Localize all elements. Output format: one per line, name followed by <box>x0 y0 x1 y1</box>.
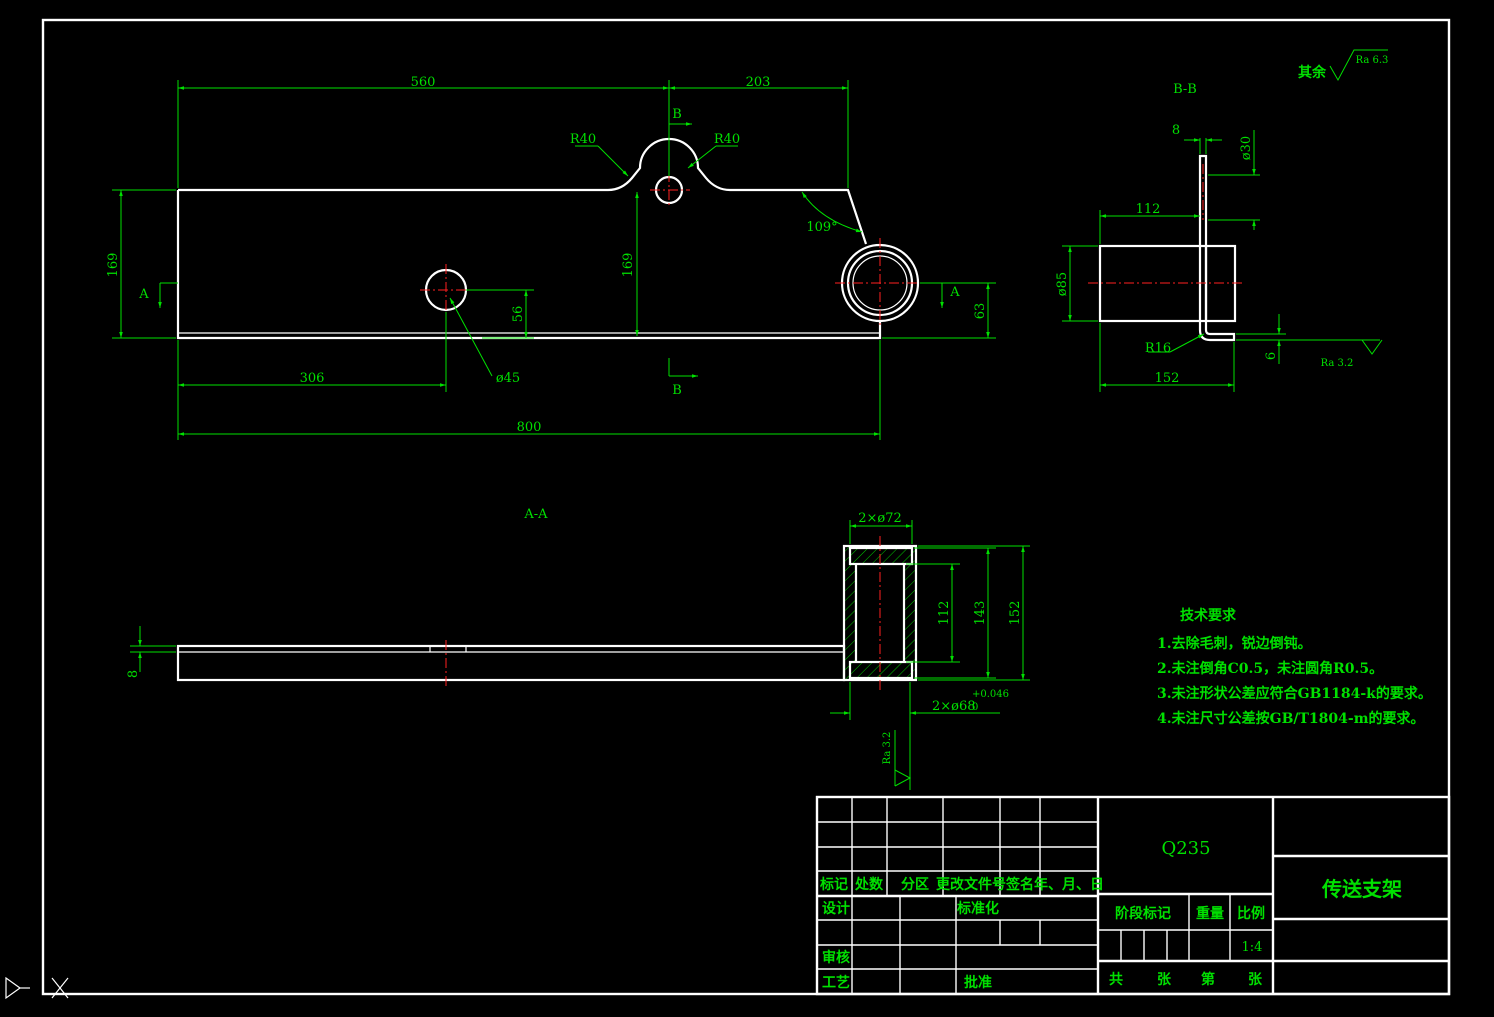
bb-dim-6: 6 <box>1264 352 1279 360</box>
sheet-border <box>41 18 1451 996</box>
rev-header-doc: 更改文件号 <box>936 876 1006 893</box>
section-bb-view: B-B 8 ø30 112 ø85 R16 152 6 <box>1055 82 1383 392</box>
section-mark-b-bottom: B <box>672 383 682 398</box>
material-value: Q235 <box>1161 838 1210 859</box>
ucs-icon <box>5 976 69 1000</box>
dim-169-left: 169 <box>106 253 121 278</box>
dim-r40-right: R40 <box>714 132 740 147</box>
dim-angle-109: 109° <box>806 220 837 235</box>
section-bb-title: B-B <box>1173 82 1197 97</box>
tech-requirements: 技术要求 1.去除毛刺，锐边倒钝。 2.未注倒角C0.5，未注圆角R0.5。 3… <box>1157 607 1432 727</box>
dim-800: 800 <box>517 420 542 435</box>
dim-63: 63 <box>973 303 988 320</box>
tech-req-title: 技术要求 <box>1180 607 1237 624</box>
dim-306: 306 <box>300 371 325 386</box>
section-mark-b-top: B <box>672 107 682 122</box>
aa-dim-dia68: 2×ø68 <box>932 699 976 714</box>
label-standardize: 标准化 <box>956 900 999 917</box>
dim-r40-left: R40 <box>570 132 596 147</box>
aa-dim-152: 152 <box>1008 601 1023 626</box>
tech-req-item-1: 1.去除毛刺，锐边倒钝。 <box>1157 635 1312 652</box>
label-sheet-unit-2: 张 <box>1248 972 1263 988</box>
label-sheet-unit-1: 张 <box>1157 972 1172 988</box>
label-check: 审核 <box>822 949 850 966</box>
aa-dim-8: 8 <box>126 670 141 678</box>
label-approve: 批准 <box>964 974 992 991</box>
aa-dim-143: 143 <box>973 601 988 626</box>
label-stage-mark: 阶段标记 <box>1115 905 1171 922</box>
bb-dim-dia30: ø30 <box>1239 136 1254 160</box>
label-weight: 重量 <box>1196 905 1224 922</box>
general-roughness-note: 其余 Ra 6.3 <box>1298 49 1389 82</box>
scale-value: 1:4 <box>1242 940 1263 955</box>
rev-header-date: 年、月、日 <box>1034 876 1104 893</box>
dim-169-mid: 169 <box>621 253 636 278</box>
bb-dim-8: 8 <box>1172 123 1180 138</box>
bb-dim-152: 152 <box>1155 371 1180 386</box>
label-design: 设计 <box>822 900 850 917</box>
bb-dim-dia85: ø85 <box>1055 272 1070 296</box>
dim-56: 56 <box>511 306 526 323</box>
section-aa-view: A-A 2×ø72 8 112 143 152 <box>126 507 1030 790</box>
roughness-note-label: 其余 <box>1298 64 1327 81</box>
bb-dim-112: 112 <box>1136 202 1161 217</box>
aa-dim-tol-lower: 0 <box>972 702 978 713</box>
tech-req-item-3: 3.未注形状公差应符合GB1184-k的要求。 <box>1157 685 1432 702</box>
section-mark-a-left: A <box>138 287 149 302</box>
label-scale: 比例 <box>1237 905 1265 922</box>
roughness-note-value: Ra 6.3 <box>1356 55 1389 66</box>
front-view-outline <box>176 137 882 340</box>
label-process: 工艺 <box>822 974 850 991</box>
rev-header-zone: 分区 <box>901 877 929 893</box>
front-view: 560 203 R40 R40 169 169 109° 56 63 306 8… <box>106 75 996 440</box>
dim-203: 203 <box>746 75 771 90</box>
tech-req-item-4: 4.未注尺寸公差按GB/T1804-m的要求。 <box>1157 710 1425 727</box>
aa-dim-tol-upper: +0.046 <box>972 689 1009 700</box>
part-name: 传送支架 <box>1321 877 1402 901</box>
title-block: 标记 处数 分区 更改文件号 签名 年、月、日 设计 标准化 审核 工艺 批准 … <box>815 795 1451 996</box>
label-sheet-no: 第 <box>1201 971 1215 988</box>
section-aa-title: A-A <box>523 507 548 522</box>
label-sheet-total: 共 <box>1109 971 1123 988</box>
aa-dim-dia72: 2×ø72 <box>858 511 902 526</box>
bb-dim-r16: R16 <box>1145 341 1171 356</box>
rev-header-mark: 标记 <box>819 876 848 893</box>
tech-req-item-2: 2.未注倒角C0.5，未注圆角R0.5。 <box>1157 660 1383 677</box>
section-mark-a-right: A <box>949 285 960 300</box>
rev-header-count: 处数 <box>854 876 884 893</box>
aa-dim-112: 112 <box>937 601 952 626</box>
dim-560: 560 <box>411 75 436 90</box>
bb-roughness: Ra 3.2 <box>1321 358 1354 369</box>
aa-roughness: Ra 3.2 <box>882 732 893 765</box>
rev-header-sign: 签名 <box>1005 876 1034 893</box>
dim-dia45: ø45 <box>496 371 520 386</box>
